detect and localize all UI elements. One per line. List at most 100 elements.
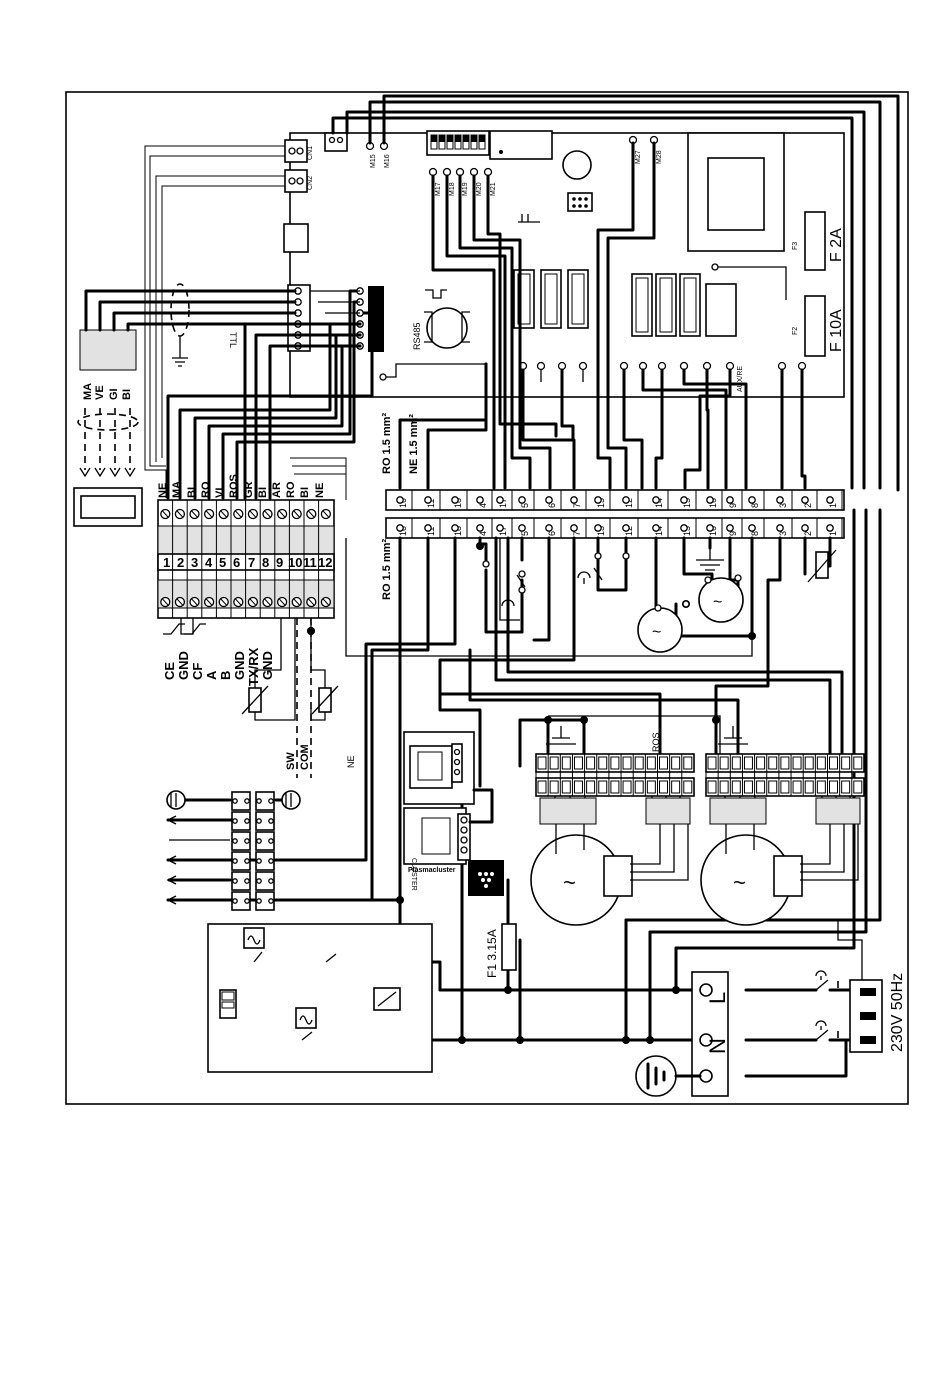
lower-terminal-cell (255, 851, 275, 871)
m27-label: M27 (635, 150, 642, 164)
lower-terminal-cell (231, 871, 251, 891)
cn1-connector (284, 139, 308, 163)
motor-pump-2-symbol: ~ (713, 594, 722, 611)
main-terminal-upper-pin (570, 496, 578, 504)
plasmacluster-logo (468, 860, 504, 896)
main-terminal-lower-number: 15 (682, 526, 692, 536)
lower-terminal-cell (255, 791, 275, 811)
main-terminal-upper-number: 14 (654, 498, 664, 508)
ground-symbol (172, 336, 188, 367)
black-header (368, 286, 384, 352)
ts-bottom-gnd3: GND (260, 651, 275, 680)
lower-left-terminals (166, 790, 301, 911)
ts-num-2: 2 (177, 555, 184, 570)
thermostat-box (207, 923, 433, 1073)
main-terminal-lower-number: 14 (654, 526, 664, 536)
main-terminal-lower-pin (545, 524, 553, 532)
buzzer (562, 150, 592, 180)
main-terminal-lower-pin (496, 524, 504, 532)
m28-label: M28 (656, 150, 663, 164)
ts-label-8: BI (257, 487, 269, 498)
main-terminal-lower-pin (594, 524, 602, 532)
ts-label-5: VI (214, 488, 226, 498)
plasmacluster-name: Plasmacluster (408, 867, 456, 874)
fuse-f1 (501, 923, 517, 971)
supply-live: L (705, 992, 730, 1004)
relay-3 (567, 269, 589, 329)
main-terminal-lower-number: 8 (750, 531, 760, 536)
cn1-label: CN1 (307, 146, 314, 160)
control-board: CN1 CN2 M15 M16 M17 M18 (228, 130, 845, 398)
main-terminal-upper-pin (622, 496, 630, 504)
main-terminal-lower-number: 6 (547, 531, 557, 536)
main-terminal-upper-pin (776, 496, 784, 504)
plasmacluster-unit: CLUSTER Plasmacluster Plasmacluster (403, 731, 504, 896)
ro-lower-label: RO 1.5 mm² (381, 539, 393, 600)
auxre-label: AUX/RE (737, 366, 744, 392)
ts-bottom-gnd2: GND (232, 651, 247, 680)
left-cable-group: MA VE GI BI (73, 283, 190, 527)
thermistor-right (815, 551, 829, 579)
main-terminal-upper-pin (476, 496, 484, 504)
main-terminal-upper-number: 3 (778, 503, 788, 508)
plasmacluster-vertical: CLUSTER (410, 858, 417, 891)
fan-motor-right-symbol: ~ (733, 870, 746, 895)
main-terminal-lower-number: 16 (708, 526, 718, 536)
ts-bottom-a: A (204, 670, 219, 680)
com-label: COM (299, 744, 311, 770)
main-terminal-lower-number: 10 (398, 526, 408, 536)
main-terminal-upper-pin (424, 496, 432, 504)
m18-label: M18 (449, 182, 456, 196)
main-terminal-lower-pin (396, 524, 404, 532)
main-terminal-upper-pin (396, 496, 404, 504)
m21-label: M21 (490, 182, 497, 196)
main-terminal-lower-pin (424, 524, 432, 532)
cable-bi: BI (121, 389, 133, 400)
main-terminal-upper-number: 1 (828, 503, 838, 508)
ts-bottom-b: B (218, 671, 233, 680)
main-terminal-upper-number: 4 (478, 503, 488, 508)
cable-sleeve (79, 329, 137, 371)
main-terminal-upper-number: 11 (426, 499, 436, 508)
ts-bottom-gnd1: GND (176, 651, 191, 680)
motor-pump-2 (698, 577, 744, 623)
lower-terminal-cell (255, 831, 275, 851)
main-terminal-lower-pin (570, 524, 578, 532)
supply-neutral: N (705, 1038, 730, 1054)
ts-bottom-txrx: TX/RX (246, 647, 261, 686)
main-terminal-upper-number: 18 (453, 498, 463, 508)
main-terminal-upper-number: 17 (498, 498, 508, 508)
terminal-strip-12: NE MA BL RO VI ROS GR BI AR RO BI NE 1 2… (157, 474, 356, 778)
main-terminal-upper-number: 15 (682, 498, 692, 508)
lower-terminal-cell (255, 811, 275, 831)
cn2-label: CN2 (307, 176, 314, 190)
wiring (84, 94, 900, 1078)
relay-2 (540, 269, 562, 329)
main-terminal-upper-pin (496, 496, 504, 504)
relay-4 (631, 273, 653, 337)
main-terminal-upper-number: 13 (596, 498, 606, 508)
main-terminal-lower-pin (680, 524, 688, 532)
sw-label: SW (285, 752, 297, 770)
ts-num-4: 4 (205, 555, 213, 570)
main-terminal-upper-pin (826, 496, 834, 504)
m20-label: M20 (476, 182, 483, 196)
relay-7 (705, 283, 737, 337)
main-terminal-upper-number: 7 (572, 503, 582, 508)
main-terminal-lower-pin (776, 524, 784, 532)
main-terminal-lower-pin (726, 524, 734, 532)
relay-top (489, 130, 553, 160)
main-terminal-lower-number: 9 (728, 531, 738, 536)
main-terminal-lower-pin (706, 524, 714, 532)
fuse-f3-rating: F 2A (828, 228, 845, 262)
m15-label: M15 (370, 154, 377, 168)
ts-num-6: 6 (233, 555, 240, 570)
ts-label-11: BI (299, 487, 311, 498)
main-terminal-upper-pin (801, 496, 809, 504)
cable-gi: GI (108, 388, 120, 400)
rs485-label: RS485 (412, 322, 422, 350)
m19-label: M19 (462, 182, 469, 196)
